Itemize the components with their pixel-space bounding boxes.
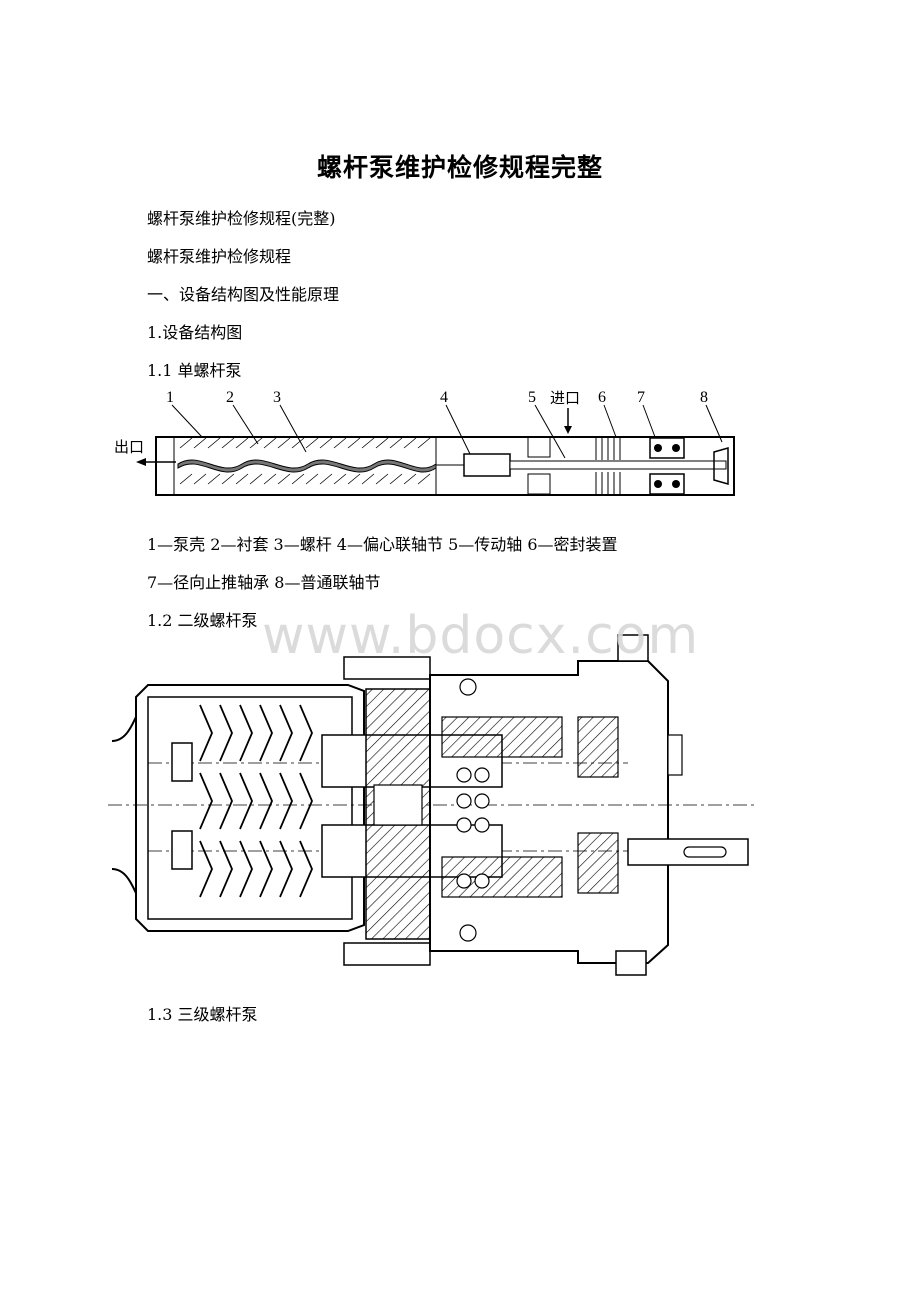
part-label-5: 5 — [528, 389, 536, 406]
part-label-7: 7 — [637, 389, 645, 406]
document-title: 螺杆泵维护检修规程完整 — [316, 153, 603, 182]
doc-subtitle: 螺杆泵维护检修规程(完整) — [147, 209, 336, 228]
figure-legend-line-1: 1—泵壳 2—衬套 3—螺杆 4—偏心联轴节 5—传动轴 6—密封装置 — [147, 535, 618, 554]
part-label-1: 1 — [166, 389, 174, 406]
single-screw-pump-figure: 1 2 3 4 5 进口 6 7 8 出口 — [114, 389, 735, 496]
watermark: www.bdocx.com — [262, 606, 700, 666]
section-heading: 一、设备结构图及性能原理 — [147, 285, 340, 304]
heading-1-2: 1.2 二级螺杆泵 — [147, 611, 258, 630]
two-stage-screw-pump-figure — [108, 634, 754, 976]
doc-heading: 螺杆泵维护检修规程 — [147, 247, 292, 266]
heading-1-1: 1.1 单螺杆泵 — [147, 361, 242, 380]
inlet-label: 进口 — [550, 389, 580, 407]
outlet-label: 出口 — [114, 438, 144, 456]
subsection-heading: 1.设备结构图 — [147, 323, 243, 342]
part-label-8: 8 — [700, 389, 708, 406]
part-label-2: 2 — [226, 389, 234, 406]
figure-legend-line-2: 7—径向止推轴承 8—普通联轴节 — [147, 573, 381, 592]
part-label-3: 3 — [273, 389, 281, 406]
part-label-6: 6 — [598, 389, 606, 406]
heading-1-3: 1.3 三级螺杆泵 — [147, 1005, 258, 1024]
part-label-4: 4 — [440, 389, 448, 406]
